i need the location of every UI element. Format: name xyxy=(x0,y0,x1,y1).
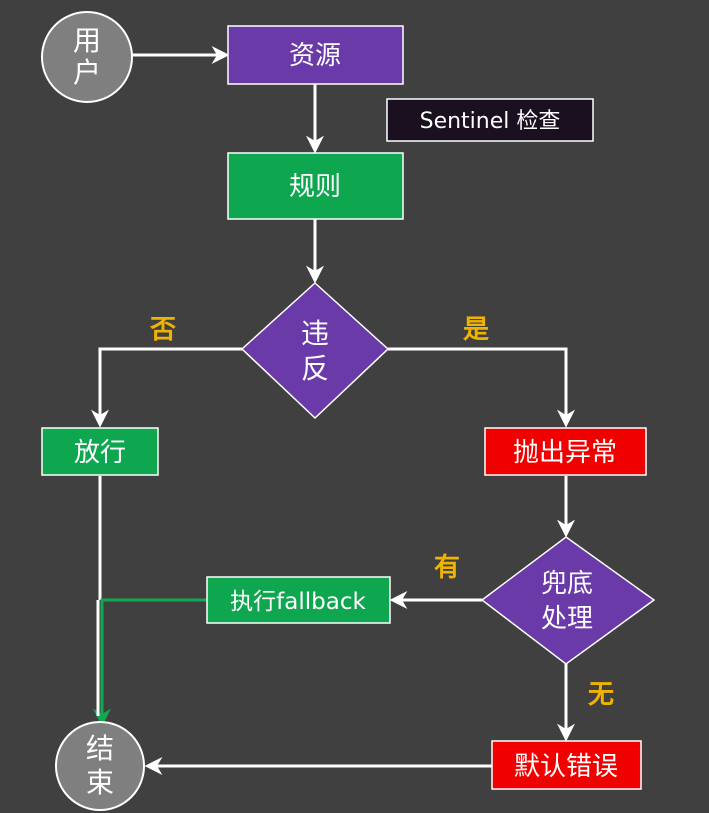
sentinel-note-label: Sentinel 检查 xyxy=(420,109,561,134)
node-violate-line2: 反 xyxy=(301,352,329,385)
node-violate: 违 反 xyxy=(240,281,390,420)
edge-exec-end xyxy=(93,598,207,727)
node-rule: 规则 xyxy=(227,152,404,220)
node-end: 结 束 xyxy=(55,721,145,811)
node-user-line2: 户 xyxy=(73,56,101,89)
node-pass: 放行 xyxy=(41,427,159,476)
node-resource: 资源 xyxy=(227,25,404,85)
node-pass-label: 放行 xyxy=(74,438,126,468)
node-throw-exception-label: 抛出异常 xyxy=(513,438,617,468)
node-fallback-check-line2: 处理 xyxy=(541,604,593,634)
node-throw-exception: 抛出异常 xyxy=(484,427,647,476)
edge-violate-pass xyxy=(91,347,242,428)
node-violate-line1: 违 xyxy=(301,317,329,350)
node-fallback-check: 兜底 处理 xyxy=(480,536,656,665)
node-exec-fallback-label: 执行fallback xyxy=(230,589,366,615)
label-yes: 是 xyxy=(463,315,489,345)
node-resource-label: 资源 xyxy=(289,41,341,71)
node-rule-label: 规则 xyxy=(289,172,341,202)
node-user: 用 户 xyxy=(41,11,133,103)
edge-violate-throw xyxy=(388,347,575,428)
node-exec-fallback: 执行fallback xyxy=(206,576,391,624)
node-user-line1: 用 xyxy=(73,24,101,57)
label-has: 有 xyxy=(434,553,460,583)
label-no: 否 xyxy=(150,315,176,345)
node-default-error-label: 默认错误 xyxy=(514,752,618,782)
sentinel-note: Sentinel 检查 xyxy=(386,98,594,142)
node-fallback-check-line1: 兜底 xyxy=(541,569,593,599)
node-end-line2: 束 xyxy=(86,766,114,799)
node-default-error: 默认错误 xyxy=(491,740,642,790)
node-end-line1: 结 xyxy=(86,732,114,765)
label-none: 无 xyxy=(588,680,614,710)
